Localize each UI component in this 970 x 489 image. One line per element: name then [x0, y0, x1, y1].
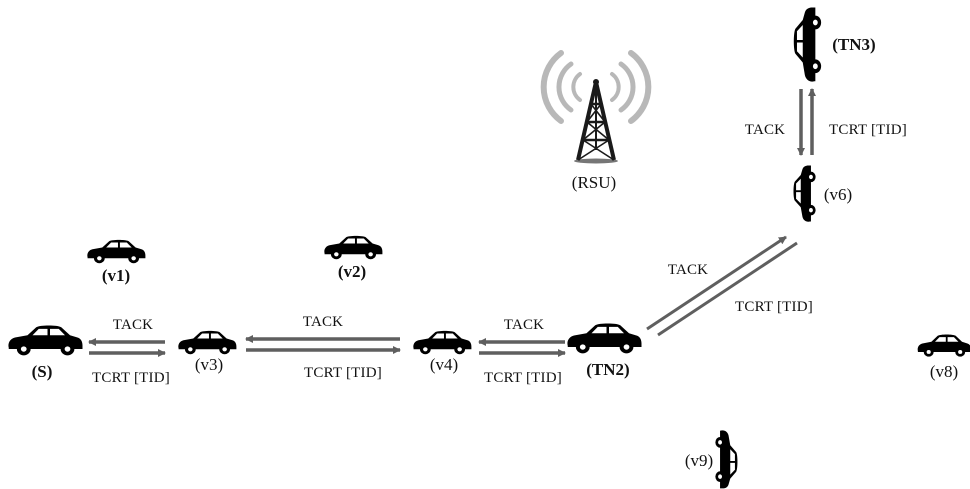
link-v6-tn3: [797, 88, 816, 156]
link-s-v3: [88, 338, 166, 357]
car-icon: [917, 334, 970, 357]
node-v9-label: (v9): [685, 451, 713, 470]
car-icon: [8, 325, 83, 356]
link-tn2-v6: [646, 235, 798, 337]
car-icon: [413, 330, 472, 355]
node-v3-label: (v3): [195, 355, 223, 374]
edge-v6-tn3-crt-label: TCRT [TID]: [829, 122, 907, 138]
edge-s-v3-crt-label: TCRT [TID]: [92, 370, 170, 386]
edge-v3-v4-crt-label: TCRT [TID]: [304, 365, 382, 381]
link-v4-tn2: [478, 338, 566, 357]
rsu-tower-icon: [540, 50, 652, 164]
car-icon: [324, 235, 383, 260]
node-tn2-label: (TN2): [586, 360, 629, 379]
link-v3-v4: [245, 335, 401, 354]
node-v2-label: (v2): [338, 262, 366, 281]
edge-v3-v4-ack-label: TACK: [303, 314, 343, 330]
edge-tn2-v6-crt-label: TCRT [TID]: [735, 299, 813, 315]
node-v8-label: (v8): [930, 362, 958, 381]
edge-s-v3-ack-label: TACK: [113, 317, 153, 333]
car-icon: [793, 165, 816, 222]
car-icon: [793, 7, 822, 82]
node-v6-label: (v6): [824, 185, 852, 204]
rsu-label: (RSU): [572, 173, 616, 192]
car-icon: [567, 323, 642, 354]
edge-v4-tn2-crt-label: TCRT [TID]: [484, 370, 562, 386]
node-s-label: (S): [32, 362, 53, 381]
edge-v4-tn2-ack-label: TACK: [504, 317, 544, 333]
edge-v6-tn3-ack-label: TACK: [745, 122, 785, 138]
node-v4-label: (v4): [430, 355, 458, 374]
edge-tn2-v6-ack-label: TACK: [668, 262, 708, 278]
car-icon: [178, 330, 237, 355]
car-icon: [715, 430, 738, 489]
car-icon: [87, 239, 146, 264]
node-v1-label: (v1): [102, 266, 130, 285]
node-tn3-label: (TN3): [832, 35, 875, 54]
